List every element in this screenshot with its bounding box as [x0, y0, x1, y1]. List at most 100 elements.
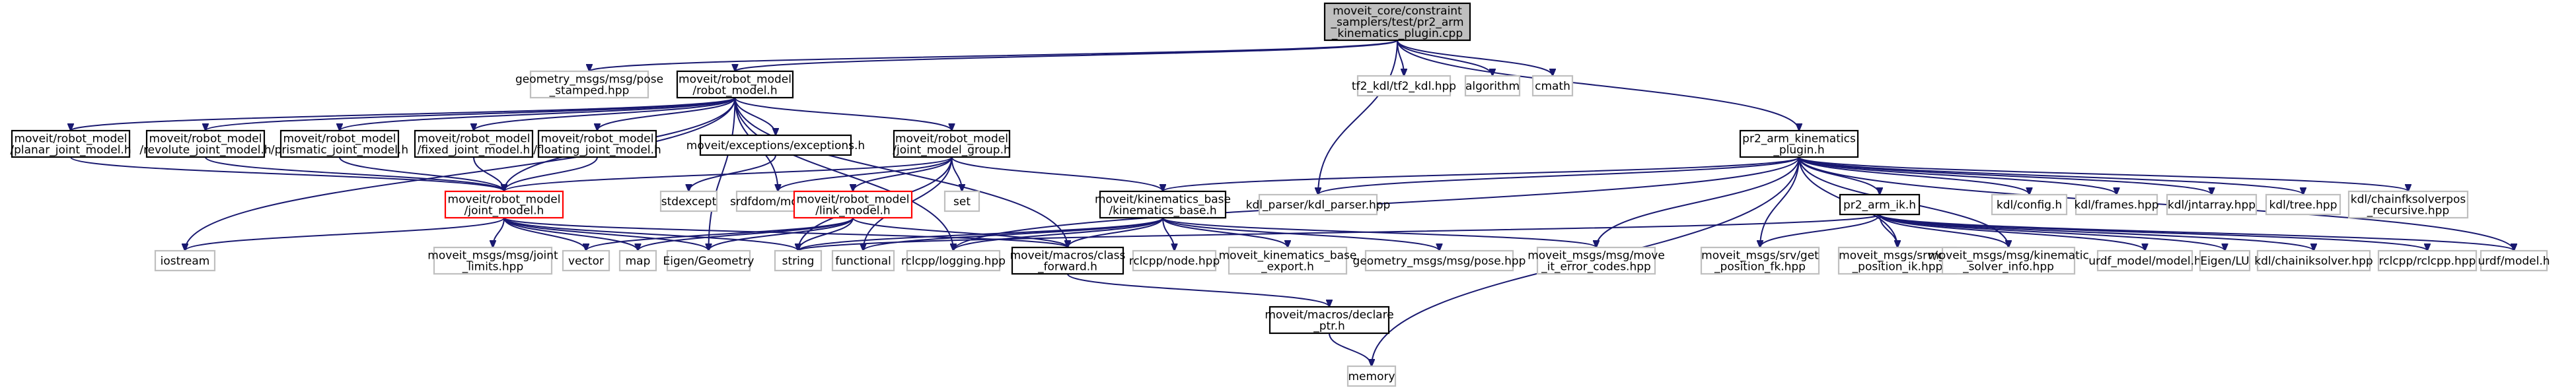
- node-vector: vector: [562, 249, 610, 272]
- edge-kin_base-to-kin_export: [1162, 217, 1288, 247]
- node-pr2_ik[interactable]: pr2_arm_ik.h: [1839, 193, 1921, 216]
- node-planar[interactable]: moveit/robot_model/planar_joint_model.h: [10, 129, 131, 158]
- node-label-kdl_tree-line-0: kdl/tree.hpp: [2269, 199, 2337, 212]
- node-get_fk: moveit_msgs/srv/get_position_fk.hpp: [1700, 246, 1820, 275]
- edge-prismatic-to-joint_model: [339, 156, 504, 191]
- node-label-algorithm-line-0: algorithm: [1465, 80, 1520, 93]
- edge-jmg-to-link_model: [853, 156, 953, 191]
- edge-pr2_plugin-to-kdl_config: [1798, 156, 2030, 195]
- node-label-move_it_error-line-1: _it_error_codes.hpp: [1541, 261, 1651, 274]
- node-label-prismatic-line-1: /prismatic_joint_model.h: [271, 144, 408, 157]
- node-kdl_tree: kdl/tree.hpp: [2265, 193, 2341, 216]
- node-box-kdl_parser: [1258, 193, 1378, 216]
- edge-kin_base-to-class_forward: [1068, 217, 1163, 247]
- node-label-planar-line-0: moveit/robot_model: [15, 133, 128, 146]
- edge-pr2_ik-to-eigen_lu: [1879, 214, 2225, 251]
- node-box-kin_solver_info: [1941, 246, 2076, 275]
- node-joint_model[interactable]: moveit/robot_model/joint_model.h: [444, 190, 564, 219]
- node-label-class_forward-line-1: _forward.h: [1037, 261, 1097, 274]
- node-box-urdf_model: [2480, 249, 2548, 272]
- node-box-memory: [1346, 365, 1397, 387]
- edge-pr2_ik-to-kin_solver_info: [1879, 214, 2008, 247]
- node-exceptions[interactable]: moveit/exceptions/exceptions.h: [686, 134, 865, 156]
- node-algorithm: algorithm: [1464, 75, 1521, 97]
- node-jmg[interactable]: moveit/robot_model/joint_model_group.h: [893, 129, 1011, 158]
- node-floating[interactable]: moveit/robot_model/floating_joint_model.…: [533, 129, 661, 158]
- node-box-pr2_ik: [1839, 193, 1921, 216]
- node-fixed[interactable]: moveit/robot_model/fixed_joint_model.h: [414, 129, 534, 158]
- node-link_model[interactable]: moveit/robot_model/link_model.h: [793, 190, 913, 219]
- edge-robot_model-to-floating: [597, 97, 736, 131]
- edge-planar-to-joint_model: [70, 156, 504, 191]
- node-urdf_model: urdf/model.h: [2478, 249, 2550, 272]
- node-declare_ptr[interactable]: moveit/macros/declare_ptr.h: [1265, 306, 1394, 335]
- node-iostream: iostream: [154, 249, 216, 272]
- node-box-set: [943, 190, 980, 212]
- node-label-eigen_lu-line-0: Eigen/LU: [2200, 255, 2249, 268]
- node-label-kdl_config-line-0: kdl/config.h: [1997, 199, 2062, 212]
- node-label-eigen_geom-line-0: Eigen/Geometry: [663, 255, 754, 268]
- node-label-memory-line-0: memory: [1348, 370, 1395, 383]
- node-joint_limits: moveit_msgs/msg/joint_limits.hpp: [427, 246, 558, 275]
- node-box-joint_model: [444, 190, 564, 219]
- edge-link_model-to-map: [638, 217, 854, 251]
- node-label-floating-line-0: moveit/robot_model: [541, 133, 654, 146]
- node-box-algorithm: [1464, 75, 1521, 97]
- node-box-joint_limits: [433, 246, 553, 275]
- node-label-rclcpp_hpp-line-0: rclcpp/rclcpp.hpp: [2379, 255, 2476, 268]
- node-box-string: [774, 249, 823, 272]
- node-kin_base[interactable]: moveit/kinematics_base/kinematics_base.h: [1095, 190, 1231, 219]
- node-label-root-line-1: _samplers/test/pr2_arm: [1330, 16, 1463, 29]
- node-label-move_it_error-line-0: moveit_msgs/msg/move: [1527, 249, 1665, 263]
- edge-root-to-robot_model: [735, 40, 1398, 71]
- node-map: map: [618, 249, 657, 272]
- node-box-link_model: [793, 190, 913, 219]
- node-label-iostream-line-0: iostream: [161, 255, 210, 268]
- node-label-rclcpp_logging-line-0: rclcpp/logging.hpp: [901, 255, 1006, 268]
- node-label-pr2_ik-line-0: pr2_arm_ik.h: [1843, 199, 1916, 212]
- node-root[interactable]: moveit_core/constraint_samplers/test/pr2…: [1323, 2, 1471, 42]
- node-robot_model[interactable]: moveit/robot_model/robot_model.h: [676, 70, 794, 99]
- node-cmath: cmath: [1531, 75, 1574, 97]
- node-label-kdl_jntarray-line-0: kdl/jntarray.hpp: [2168, 199, 2256, 212]
- edge-root-to-geom_pose_stamped: [589, 40, 1398, 71]
- node-label-kin_solver_info-line-1: _solver_info.hpp: [1962, 261, 2054, 274]
- node-prismatic[interactable]: moveit/robot_model/prismatic_joint_model…: [271, 129, 408, 158]
- edge-pr2_ik-to-get_fk: [1760, 214, 1880, 247]
- node-label-vector-line-0: vector: [568, 255, 604, 268]
- node-label-functional-line-0: functional: [835, 255, 891, 268]
- node-label-robot_model-line-1: /robot_model.h: [692, 84, 777, 98]
- node-box-get_ik: [1837, 246, 1958, 275]
- node-label-urdf_model_h-line-0: urdf_model/model.h: [2088, 255, 2201, 268]
- node-label-kdl_parser-line-0: kdl_parser/kdl_parser.hpp: [1246, 199, 1391, 212]
- node-box-root: [1323, 2, 1471, 42]
- node-box-functional: [831, 249, 895, 272]
- node-label-kdl_chainiksolver-line-0: kdl/chainiksolver.hpp: [2254, 255, 2373, 268]
- edge-joint_model-to-iostream: [185, 217, 505, 251]
- node-label-kin_base-line-1: /kinematics_base.h: [1109, 205, 1216, 218]
- node-box-floating: [537, 129, 657, 158]
- node-geom_pose: geometry_msgs/msg/pose.hpp: [1353, 249, 1526, 272]
- node-rclcpp_logging: rclcpp/logging.hpp: [901, 249, 1006, 272]
- node-box-jmg: [893, 129, 1011, 158]
- node-label-kin_export-line-1: _export.h: [1261, 261, 1314, 274]
- edge-jmg-to-kin_base: [951, 156, 1163, 191]
- node-class_forward[interactable]: moveit/macros/class_forward.h: [1010, 246, 1126, 275]
- node-box-kin_export: [1228, 246, 1348, 275]
- node-box-map: [618, 249, 657, 272]
- edge-robot_model-to-iostream: [185, 97, 736, 251]
- edge-pr2_plugin-to-move_it_error: [1596, 156, 1800, 247]
- node-box-urdf_model_h: [2096, 249, 2193, 272]
- node-pr2_plugin[interactable]: pr2_arm_kinematics_plugin.h: [1739, 129, 1859, 158]
- edge-pr2_plugin-to-get_fk: [1760, 156, 1800, 247]
- edge-robot_model-to-planar: [71, 97, 736, 131]
- edge-link_model-to-class_forward: [852, 217, 1068, 247]
- node-layer: moveit_core/constraint_samplers/test/pr2…: [10, 2, 2550, 387]
- edge-pr2_ik-to-string: [798, 214, 1880, 251]
- node-revolute[interactable]: moveit/robot_model/revolute_joint_model.…: [139, 129, 272, 158]
- node-label-kin_export-line-0: moveit_kinematics_base: [1219, 249, 1357, 263]
- node-box-eigen_lu: [2199, 249, 2251, 272]
- edge-jmg-to-srdfdom: [778, 156, 953, 191]
- edge-pr2_plugin-to-kdl_frames: [1798, 156, 2117, 195]
- node-label-exceptions-line-0: moveit/exceptions/exceptions.h: [686, 139, 865, 152]
